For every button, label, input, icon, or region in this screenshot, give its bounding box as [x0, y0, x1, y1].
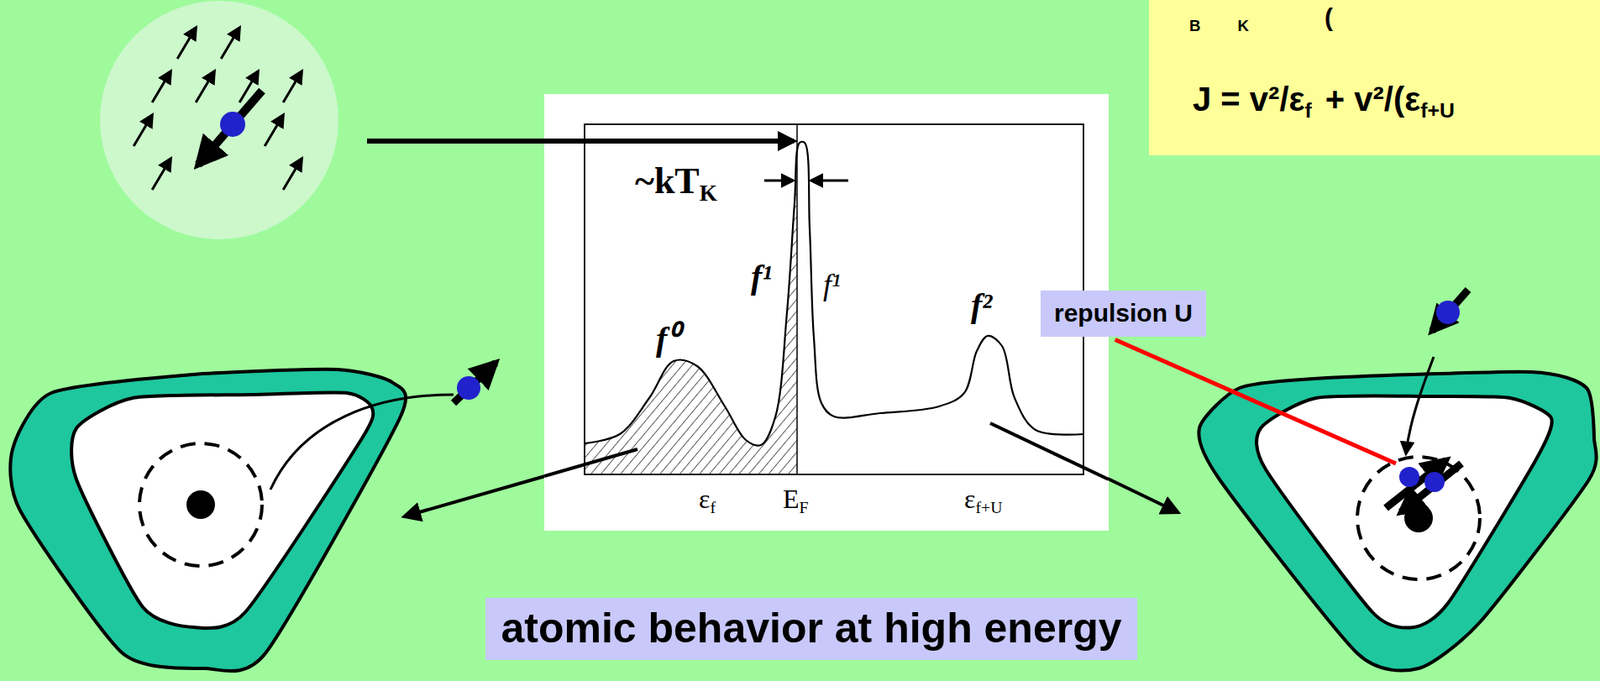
leader-line — [1115, 340, 1396, 465]
right-atom-shell — [1198, 372, 1596, 672]
electron — [456, 376, 481, 400]
text-row: BK( — [1189, 3, 1333, 32]
formula-panel: BK(J = v²/εf+ v²/(εf+U — [1148, 0, 1600, 156]
pointer-arrow — [1107, 478, 1178, 513]
label-text: J = v²/ε — [1192, 80, 1306, 119]
spin-arrow — [195, 71, 215, 103]
subscript-text: f+U — [975, 498, 1002, 518]
spin-arrow — [283, 71, 302, 103]
left-atom-core — [71, 392, 373, 629]
spectral-curve — [584, 141, 1084, 446]
subscript-text: F — [799, 498, 809, 518]
spin-arrow — [152, 158, 171, 190]
impurity-spin — [198, 90, 263, 165]
subscript-text: K — [1237, 16, 1249, 36]
text-row: f⁰ — [655, 314, 679, 361]
text-row: ~kTK — [634, 159, 718, 203]
label-text: ε — [964, 483, 976, 515]
electron-spin — [453, 362, 496, 404]
subscript-text: K — [699, 180, 718, 207]
subscript-text: f+U — [1420, 99, 1455, 123]
electron-spin — [1432, 289, 1469, 331]
pointer-arrow — [544, 449, 638, 477]
pointer-arrow — [367, 138, 546, 144]
text-row: εf — [698, 483, 716, 515]
fermi-line — [796, 124, 798, 475]
spectral-plot: ~kTKf⁰f¹f¹f²εfEFεf+U — [544, 94, 1109, 531]
label-text: ( — [1324, 3, 1333, 32]
pointer-arrow — [544, 138, 794, 144]
label-text: + v²/(ε — [1325, 80, 1421, 119]
spin-arrow — [152, 71, 171, 103]
label-text: ~kT — [634, 159, 700, 203]
label-text: f¹ — [823, 267, 841, 303]
electron-path — [270, 394, 454, 490]
text-row: f¹ — [750, 257, 772, 297]
electron — [1424, 472, 1445, 493]
right-atom-core — [1256, 395, 1553, 628]
spin-arrow — [177, 27, 196, 59]
subscript-text: B — [1189, 16, 1201, 36]
spin-cloud — [99, 0, 339, 240]
label-text: f⁰ — [655, 314, 679, 361]
orbital — [139, 443, 263, 567]
text-row: εf+U — [964, 483, 1003, 515]
width-arrow — [811, 179, 849, 183]
plot-frame — [584, 124, 1084, 475]
pointer-arrow — [404, 476, 546, 517]
text-row: J = v²/εf+ v²/(εf+U — [1192, 80, 1455, 119]
electron — [220, 111, 246, 137]
pointer-arrow — [990, 423, 1109, 480]
electron-path — [1405, 356, 1434, 454]
label-text: E — [782, 483, 800, 515]
label-text: f¹ — [750, 257, 772, 297]
text-row: f² — [970, 285, 992, 326]
spin-arrow — [283, 158, 302, 190]
plot-graphic — [544, 94, 1109, 531]
width-arrow — [764, 179, 793, 183]
text-row: EF — [782, 483, 809, 515]
label-text: f² — [970, 285, 992, 326]
label-text: atomic behavior at high energy — [500, 604, 1122, 652]
spin-arrow — [220, 27, 240, 59]
text-row: f¹ — [823, 267, 841, 303]
label-box: repulsion U — [1040, 290, 1207, 337]
subscript-text: f — [709, 498, 716, 518]
spin-arrow — [264, 115, 284, 147]
electron — [1399, 466, 1420, 488]
subscript-text: f — [1305, 99, 1312, 123]
spin-arrow — [133, 115, 153, 147]
label-text: ε — [698, 483, 710, 515]
electron — [1436, 300, 1460, 325]
occupied-area — [584, 141, 798, 475]
orbital — [1357, 456, 1480, 580]
caption-box: atomic behavior at high energy — [485, 598, 1137, 661]
nucleus — [186, 490, 216, 520]
label-text: repulsion U — [1054, 299, 1193, 327]
